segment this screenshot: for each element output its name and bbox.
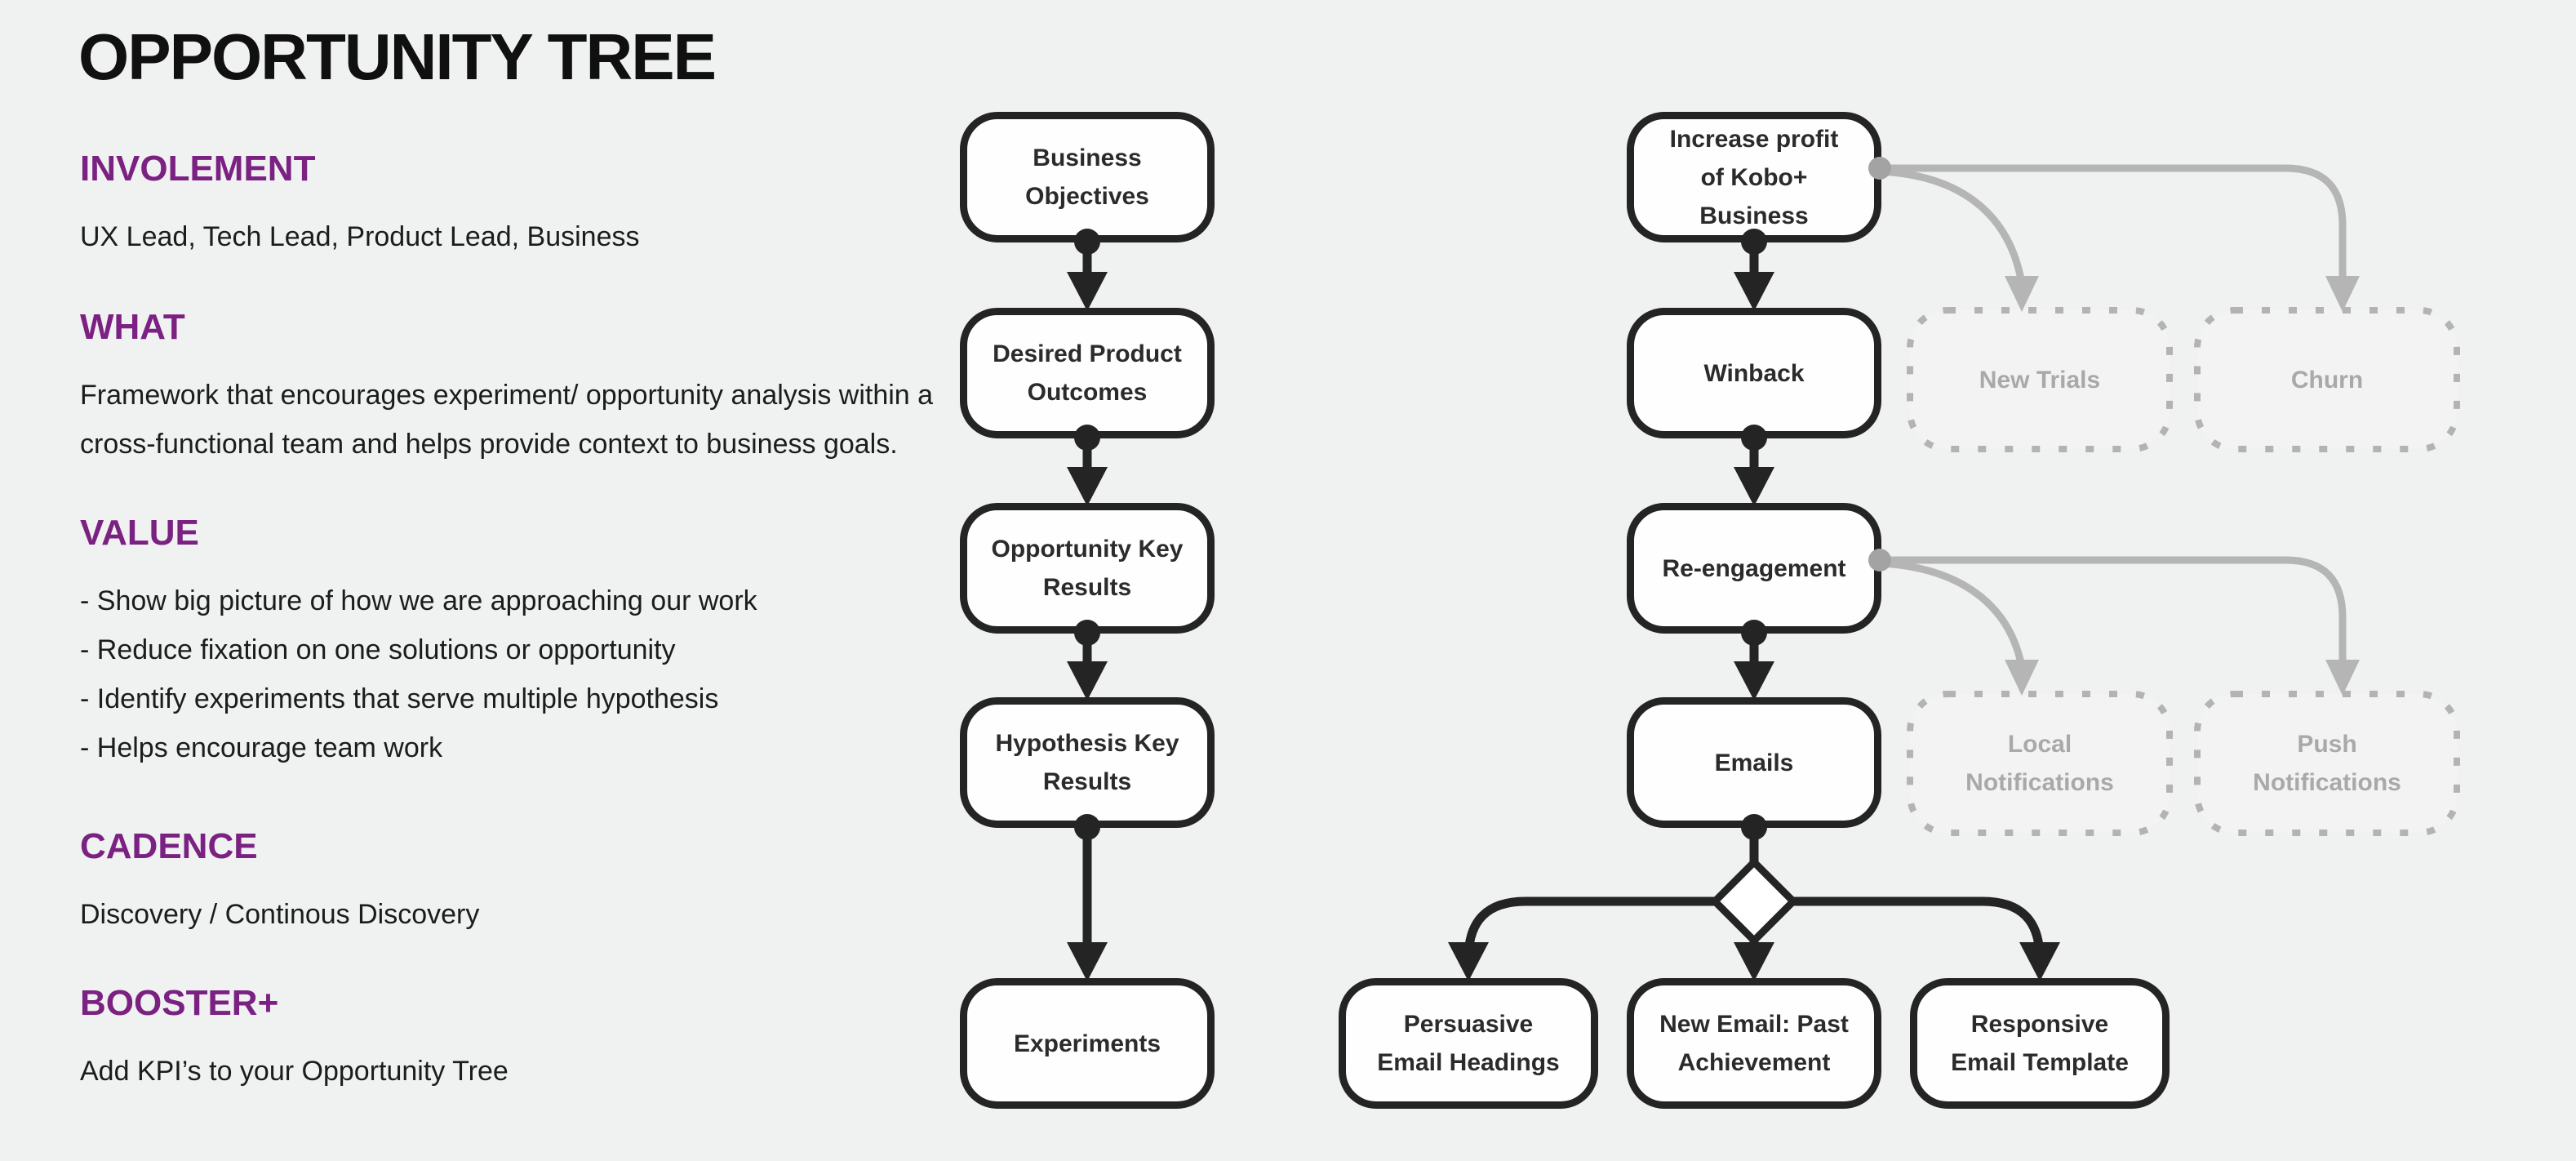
node-label-line: Notifications [1965, 769, 2114, 796]
section-value: VALUE - Show big picture of how we are a… [80, 513, 994, 772]
section-text-line: UX Lead, Tech Lead, Product Lead, Busine… [80, 221, 640, 252]
node-label-line: Business [1033, 145, 1142, 171]
section-text-line: - Identify experiments that serve multip… [80, 683, 719, 714]
section-text-line: cross-functional team and helps provide … [80, 429, 898, 460]
node-churn[interactable]: Churn [2197, 310, 2457, 449]
dimmed-connectors-reengagement [1868, 549, 2360, 696]
node-new-trials[interactable]: New Trials [1910, 310, 2170, 449]
node-label-line: Winback [1703, 359, 1805, 387]
section-text-line: Add KPI’s to your Opportunity Tree [80, 1056, 509, 1087]
dimmed-connectors-root [1868, 157, 2360, 312]
node-label-line: Outcomes [1027, 379, 1148, 406]
node-label-line: Push [2297, 731, 2357, 758]
node-business-objectives[interactable]: Business Objectives [960, 112, 1215, 242]
node-re-engagement[interactable]: Re-engagement [1627, 503, 1881, 634]
node-label-line: Results [1042, 574, 1132, 601]
section-involvement: INVOLEMENT UX Lead, Tech Lead, Product L… [80, 149, 994, 261]
page-title: OPPORTUNITY TREE [78, 20, 717, 93]
node-label-line: Results [1042, 768, 1132, 795]
node-label-line: Notifications [2253, 769, 2401, 796]
node-label-line: Emails [1714, 749, 1794, 776]
node-winback[interactable]: Winback [1627, 308, 1881, 438]
node-label-line: Re-engagement [1662, 554, 1846, 582]
node-label-line: Achievement [1677, 1049, 1831, 1076]
node-desired-product-outcomes[interactable]: Desired Product Outcomes [960, 308, 1215, 438]
node-persuasive-email-headings[interactable]: Persuasive Email Headings [1339, 978, 1598, 1109]
node-label-line: Persuasive [1403, 1011, 1534, 1038]
node-label-line: Business [1699, 202, 1809, 229]
node-increase-profit-kobo[interactable]: Increase profit of Kobo+ Business [1627, 112, 1881, 242]
section-heading: WHAT [80, 307, 185, 347]
section-what: WHAT Framework that encourages experimen… [80, 307, 994, 469]
section-text-line: Framework that encourages experiment/ op… [80, 380, 934, 411]
section-heading: INVOLEMENT [80, 149, 316, 189]
node-label-line: Hypothesis Key [995, 730, 1179, 757]
node-label-line: Desired Product [993, 340, 1182, 367]
node-label-line: Experiments [1013, 1030, 1161, 1057]
section-text-line: - Show big picture of how we are approac… [80, 585, 757, 616]
node-label-line: Responsive [1970, 1011, 2109, 1038]
section-cadence: CADENCE Discovery / Continous Discovery [80, 826, 994, 939]
section-booster: BOOSTER+ Add KPI’s to your Opportunity T… [80, 983, 994, 1096]
node-label-line: Opportunity Key [991, 536, 1184, 563]
junction-connector [1448, 814, 2060, 981]
section-heading: VALUE [80, 513, 199, 553]
section-heading: CADENCE [80, 826, 258, 866]
section-text-line: - Helps encourage team work [80, 732, 443, 763]
node-label-line: Churn [2290, 366, 2364, 394]
node-experiments[interactable]: Experiments [960, 978, 1215, 1109]
node-label-line: of Kobo+ [1700, 163, 1808, 191]
node-label-line: Increase profit [1669, 125, 1839, 153]
section-heading: BOOSTER+ [80, 983, 279, 1023]
node-local-notifications[interactable]: Local Notifications [1910, 694, 2170, 833]
node-label-line: Local [2007, 731, 2072, 758]
node-push-notifications[interactable]: Push Notifications [2197, 694, 2457, 833]
node-hypothesis-key-results[interactable]: Hypothesis Key Results [960, 697, 1215, 828]
node-label-line: Email Headings [1377, 1049, 1560, 1076]
node-emails[interactable]: Emails [1627, 697, 1881, 828]
node-label-line: New Trials [1979, 366, 2101, 394]
node-new-email-past-achievement[interactable]: New Email: Past Achievement [1627, 978, 1881, 1109]
section-text-line: - Reduce fixation on one solutions or op… [80, 634, 676, 665]
node-responsive-email-template[interactable]: Responsive Email Template [1910, 978, 2170, 1109]
node-opportunity-key-results[interactable]: Opportunity Key Results [960, 503, 1215, 634]
section-text-line: Discovery / Continous Discovery [80, 899, 480, 930]
node-label-line: Objectives [1025, 183, 1149, 210]
node-label-line: Email Template [1951, 1049, 2129, 1076]
node-label-line: New Email: Past [1659, 1011, 1849, 1038]
